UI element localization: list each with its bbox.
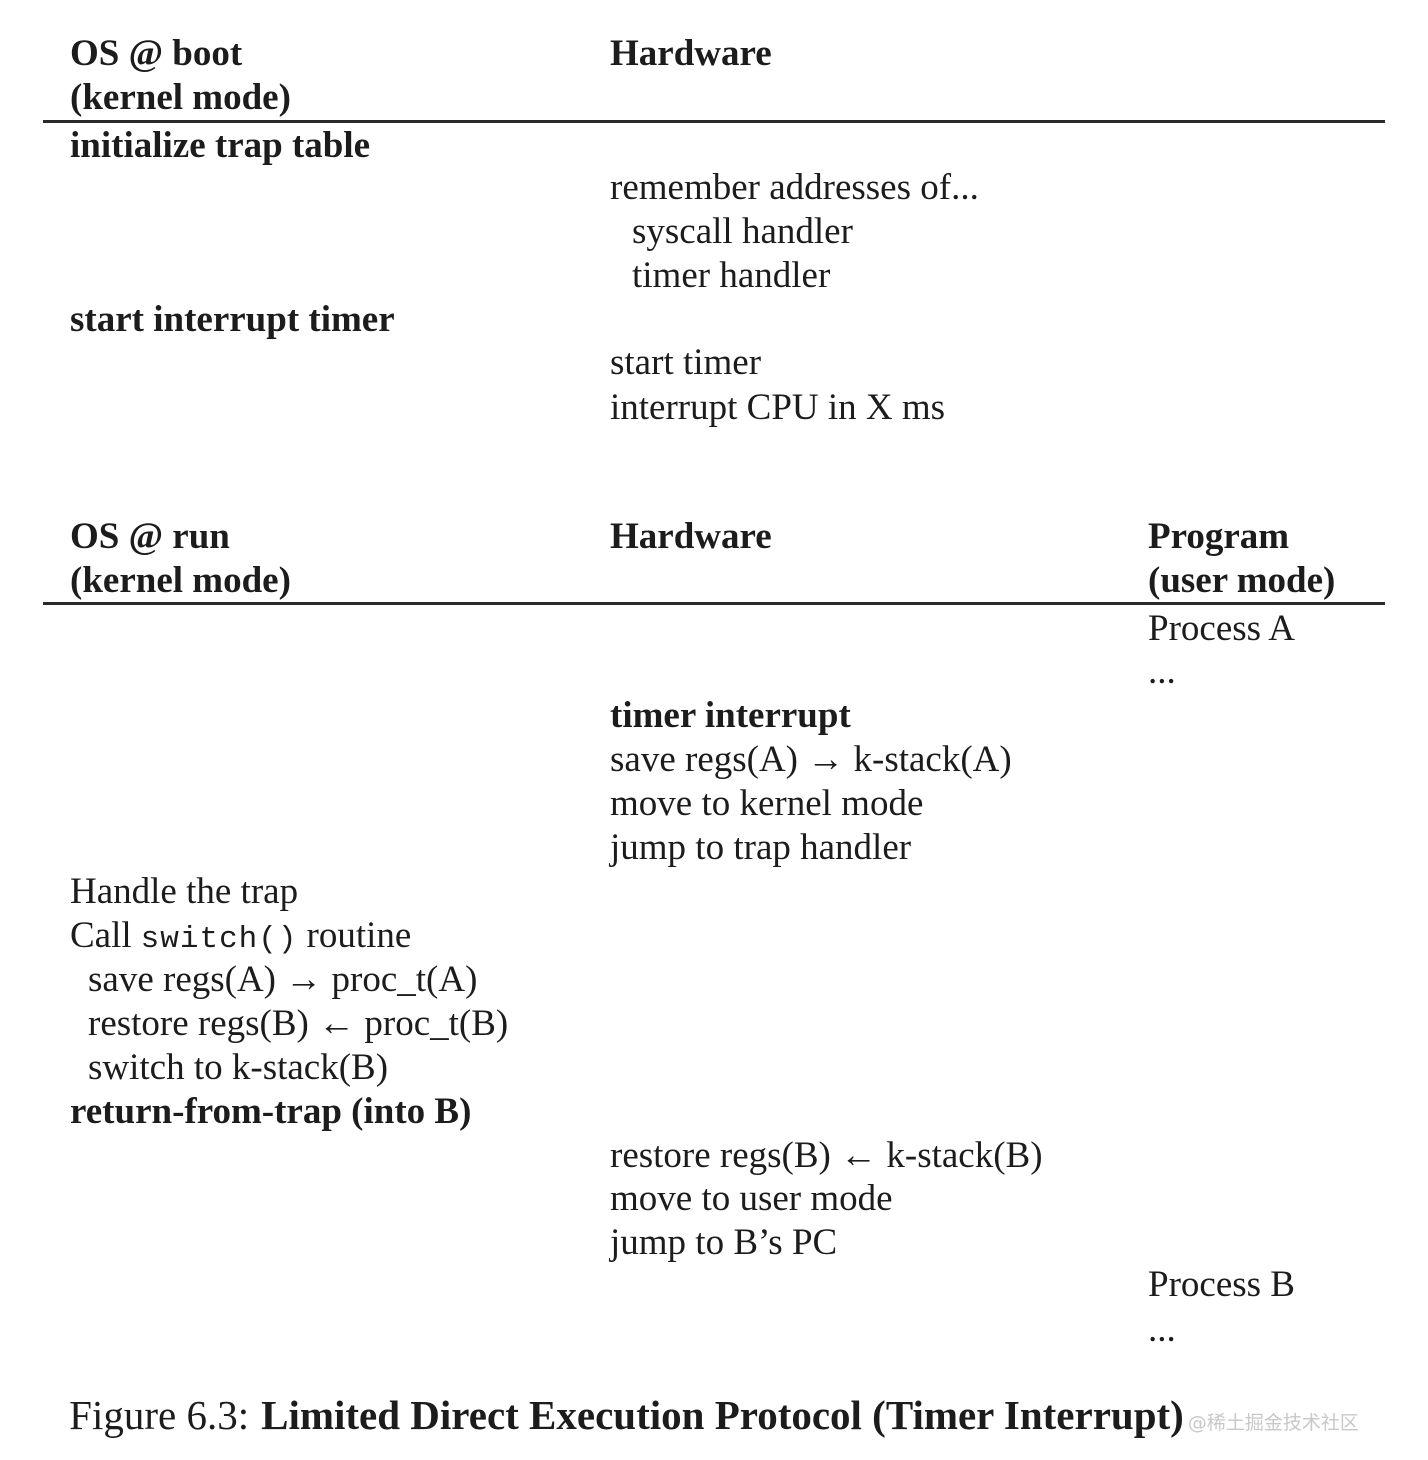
run-row-process-a: Process A	[1148, 608, 1295, 649]
boot-row-interrupt-cpu: interrupt CPU in X ms	[610, 387, 946, 428]
run-row-save-regs-kstack: save regs(A) → k-stack(A)	[610, 739, 1012, 780]
figure-caption: Figure 6.3:Limited Direct Execution Prot…	[0, 1390, 1428, 1448]
run-row-process-b: Process B	[1148, 1264, 1295, 1305]
boot-row-initialize-trap-table: initialize trap table	[70, 125, 371, 166]
boot-row-start-interrupt-timer: start interrupt timer	[70, 299, 395, 340]
run-row-restore-regs-kstack: restore regs(B) ← k-stack(B)	[610, 1135, 1043, 1176]
run-row-switch-kstack: switch to k-stack(B)	[88, 1047, 389, 1088]
boot-row-remember-addresses: remember addresses of...	[610, 167, 979, 208]
boot-os-header: OS @ boot	[70, 33, 243, 74]
run-row-jump-bs-pc: jump to B’s PC	[610, 1222, 838, 1263]
run-row-handle-trap: Handle the trap	[70, 871, 299, 912]
call-switch-code: switch()	[140, 922, 298, 957]
boot-os-header-mode: (kernel mode)	[70, 77, 291, 118]
call-suffix: routine	[306, 915, 412, 956]
section-rule-top	[43, 120, 1385, 123]
boot-row-start-timer: start timer	[610, 342, 762, 383]
run-hardware-header: Hardware	[610, 516, 772, 557]
run-row-timer-interrupt: timer interrupt	[610, 695, 851, 736]
figure-caption-title: Limited Direct Execution Protocol (Timer…	[261, 1392, 1184, 1438]
figure-caption-label: Figure 6.3:	[69, 1392, 250, 1438]
run-row-restore-regs-proct: restore regs(B) ← proc_t(B)	[88, 1003, 509, 1044]
run-program-header-mode: (user mode)	[1148, 560, 1336, 601]
run-os-header: OS @ run	[70, 516, 230, 557]
run-row-move-user-mode: move to user mode	[610, 1178, 893, 1219]
boot-row-timer-handler: timer handler	[632, 255, 831, 296]
run-row-return-from-trap: return-from-trap (into B)	[70, 1091, 472, 1132]
run-row-process-a-ellipsis: ...	[1148, 651, 1176, 692]
run-row-process-b-ellipsis: ...	[1148, 1309, 1176, 1350]
boot-row-syscall-handler: syscall handler	[632, 211, 853, 252]
watermark: @稀土掘金技术社区	[1187, 1412, 1359, 1434]
run-row-save-regs-proct: save regs(A) → proc_t(A)	[88, 959, 478, 1000]
run-row-jump-trap-handler: jump to trap handler	[610, 827, 912, 868]
run-program-header: Program	[1148, 516, 1290, 557]
section-rule-bottom	[43, 602, 1385, 605]
boot-hardware-header: Hardware	[610, 33, 772, 74]
run-os-header-mode: (kernel mode)	[70, 560, 291, 601]
run-row-move-kernel-mode: move to kernel mode	[610, 783, 924, 824]
call-prefix: Call	[70, 915, 132, 956]
